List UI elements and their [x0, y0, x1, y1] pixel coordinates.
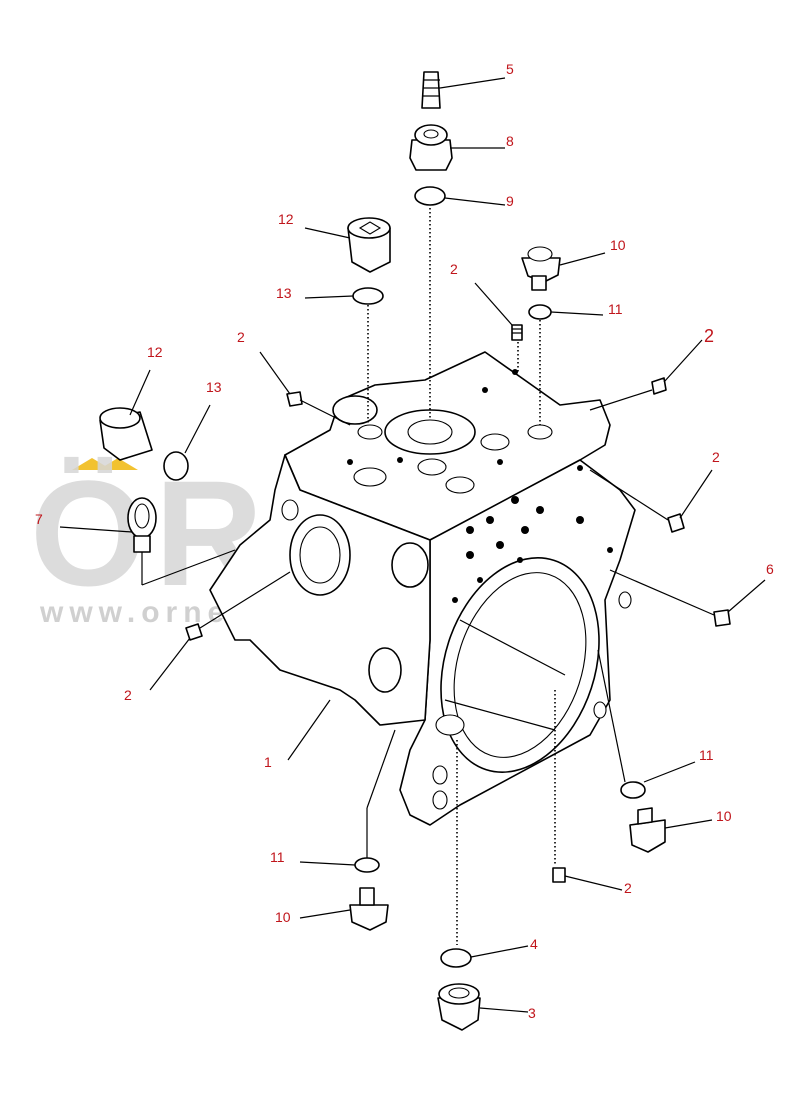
leader-lines: [59, 77, 766, 1013]
callout-3: 3: [528, 1005, 536, 1021]
callout-2f: 2: [624, 880, 632, 896]
callout-2c: 2: [704, 326, 714, 346]
part-8-plug: [409, 124, 453, 171]
callout-2d: 2: [712, 449, 720, 465]
callout-10a: 10: [610, 237, 626, 253]
part-13-o-ring-top: [352, 287, 384, 305]
callout-4: 4: [530, 936, 538, 952]
callout-10c: 10: [716, 808, 732, 824]
callout-1: 1: [264, 754, 272, 770]
callout-2e: 2: [124, 687, 132, 703]
callout-12a: 12: [278, 211, 294, 227]
callout-6: 6: [766, 561, 774, 577]
callout-5: 5: [506, 61, 514, 77]
part-4-o-ring: [440, 948, 472, 968]
part-2-plugs: [185, 324, 685, 883]
callout-7: 7: [35, 511, 43, 527]
callout-11b: 11: [270, 849, 285, 865]
part-10-bolt-right: [629, 807, 666, 853]
part-11-o-ring-right: [620, 781, 646, 799]
part-10-bolt-bottom: [349, 887, 389, 931]
watermark-accent-mark: [72, 458, 112, 470]
callout-13a: 13: [276, 285, 292, 301]
part-12-plug-top: [347, 217, 391, 273]
part-11-o-ring-bottom: [354, 857, 380, 873]
part-13-o-ring-left: [163, 451, 189, 481]
callout-11a: 11: [608, 301, 623, 317]
part-7-eye-bolt: [127, 497, 157, 553]
callout-10b: 10: [275, 909, 291, 925]
callout-2b: 2: [237, 329, 245, 345]
part-5-fitting: [421, 71, 441, 109]
callout-12b: 12: [147, 344, 163, 360]
pump-housing: [209, 351, 636, 826]
callout-labels: 5 8 9 12 10 2 13 11 12 2 2 13 2 7 6 2 1 …: [35, 61, 774, 1021]
part-10-bolt-top: [521, 246, 561, 291]
callout-2a: 2: [450, 261, 458, 277]
part-6-plug: [713, 609, 731, 627]
assembly-lines: [367, 208, 556, 945]
callout-13b: 13: [206, 379, 222, 395]
callout-8: 8: [506, 133, 514, 149]
part-11-o-ring-top: [528, 304, 552, 320]
callout-9: 9: [506, 193, 514, 209]
callout-11c: 11: [699, 747, 714, 763]
part-12-plug-left: [99, 407, 153, 461]
part-3-plug: [437, 983, 481, 1031]
part-9-o-ring: [414, 186, 446, 206]
